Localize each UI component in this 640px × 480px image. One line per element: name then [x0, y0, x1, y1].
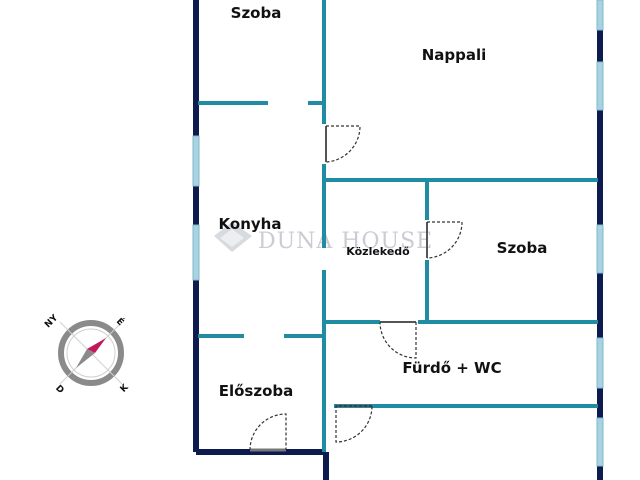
watermark-text: DUNA HOUSE [258, 229, 433, 254]
room-label-szoba-right: Szoba [497, 239, 548, 257]
watermark: DUNA HOUSE [214, 222, 433, 254]
door-nappali [325, 125, 361, 163]
door-entrance [249, 413, 287, 452]
doors [249, 125, 463, 452]
compass-label-k: K [119, 382, 132, 395]
inner-walls [198, 0, 598, 452]
room-label-furdo: Fürdő + WC [402, 359, 501, 377]
window [596, 224, 604, 274]
window [596, 0, 604, 31]
compass: NY É D K [43, 313, 131, 396]
window [192, 135, 200, 187]
compass-needle-north [87, 338, 106, 353]
compass-label-e: É [114, 315, 127, 328]
window [596, 417, 604, 467]
window [596, 61, 604, 111]
compass-label-d: D [53, 384, 65, 396]
compass-label-ny: NY [43, 313, 60, 330]
room-label-konyha: Konyha [219, 215, 282, 233]
door-szoba-right [426, 221, 463, 259]
room-label-nappali: Nappali [422, 46, 487, 64]
windows [192, 0, 604, 467]
window [596, 337, 604, 389]
room-label-szoba-top: Szoba [231, 4, 282, 22]
window [192, 224, 200, 281]
compass-needle-south [76, 349, 95, 368]
door-furdo [379, 321, 417, 359]
room-label-eloszoba: Előszoba [219, 382, 294, 400]
door-lower-room [335, 405, 373, 443]
room-label-kozlekedo: Közlekedő [346, 245, 410, 258]
